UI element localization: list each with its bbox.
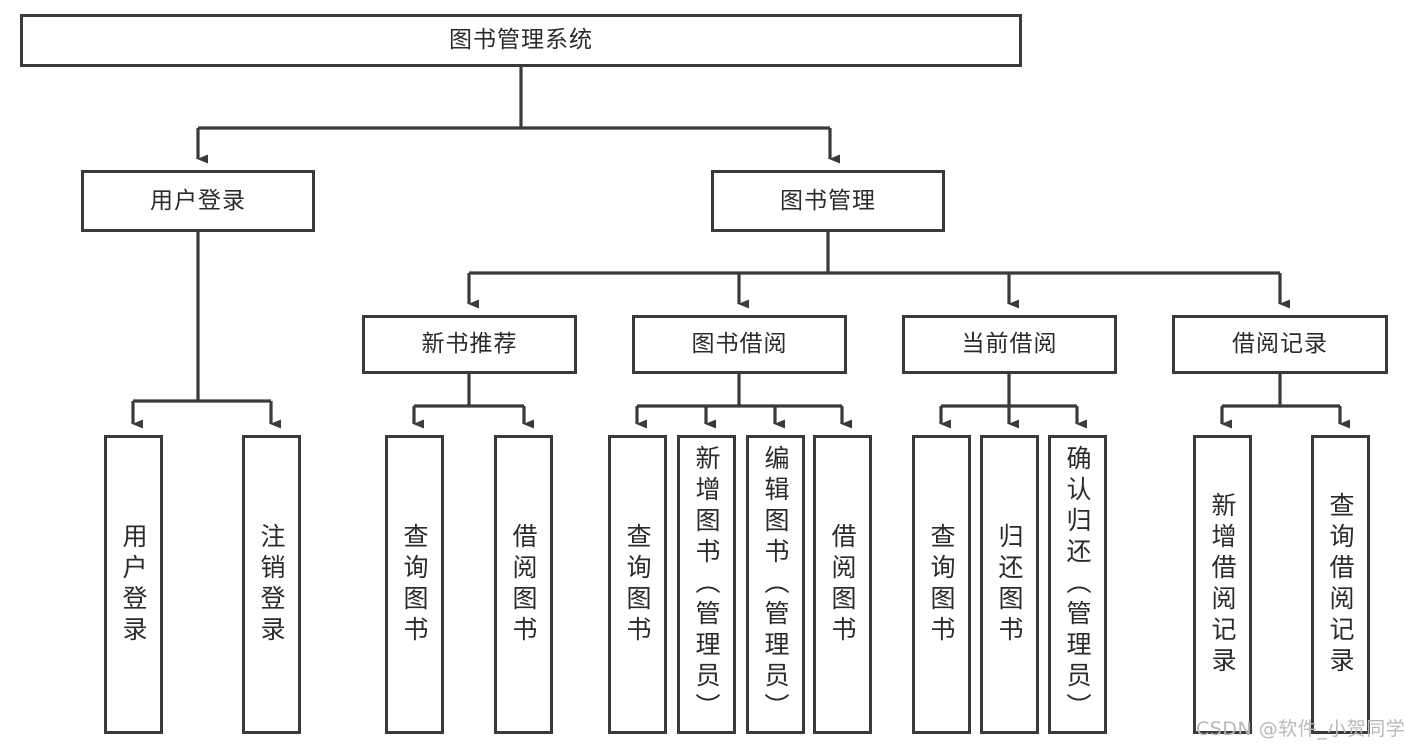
node-user-login[interactable]: 用户登录: [81, 170, 315, 232]
node-leaf-confirm-return[interactable]: 确认归还（管理员）: [1048, 435, 1107, 734]
node-label: 查询图书: [400, 522, 429, 647]
node-label: 新增图书（管理员）: [692, 445, 721, 724]
node-label: 归还图书: [995, 522, 1024, 647]
node-leaf-edit-book[interactable]: 编辑图书（管理员）: [746, 435, 805, 734]
node-label: 用户登录: [119, 522, 148, 647]
node-current-borrow[interactable]: 当前借阅: [902, 315, 1117, 374]
node-label: 新增借阅记录: [1208, 491, 1237, 678]
node-leaf-logout-login[interactable]: 注销登录: [242, 435, 301, 734]
node-leaf-query-book-2[interactable]: 查询图书: [608, 435, 667, 734]
node-label: 当前借阅: [961, 331, 1058, 358]
node-label: 新书推荐: [421, 331, 518, 358]
watermark-csdn: CSDN @软件_小贺同学: [1196, 718, 1405, 740]
node-leaf-query-book-3[interactable]: 查询图书: [912, 435, 971, 734]
node-label: 借阅图书: [509, 522, 538, 647]
node-label: 借阅图书: [828, 522, 857, 647]
node-label: 用户登录: [150, 187, 246, 214]
node-label: 查询图书: [927, 522, 956, 647]
node-leaf-borrow-book-2[interactable]: 借阅图书: [813, 435, 872, 734]
node-label: 图书管理: [780, 187, 876, 214]
node-leaf-borrow-book-1[interactable]: 借阅图书: [494, 435, 553, 734]
node-leaf-add-book[interactable]: 新增图书（管理员）: [677, 435, 736, 734]
node-label: 编辑图书（管理员）: [761, 445, 790, 724]
node-new-book-recommend[interactable]: 新书推荐: [362, 315, 577, 374]
node-leaf-add-borrow-record[interactable]: 新增借阅记录: [1193, 435, 1252, 734]
node-leaf-query-book-1[interactable]: 查询图书: [385, 435, 444, 734]
node-label: 注销登录: [257, 522, 286, 647]
node-label: 查询借阅记录: [1326, 491, 1355, 678]
node-root-system[interactable]: 图书管理系统: [20, 14, 1022, 67]
node-label: 图书管理系统: [449, 27, 593, 54]
node-borrow-record[interactable]: 借阅记录: [1172, 315, 1388, 374]
node-leaf-user-login[interactable]: 用户登录: [104, 435, 163, 734]
node-label: 借阅记录: [1232, 331, 1328, 358]
node-label: 确认归还（管理员）: [1063, 445, 1092, 724]
node-book-management[interactable]: 图书管理: [711, 170, 945, 232]
node-label: 图书借阅: [691, 331, 788, 358]
node-label: 查询图书: [623, 522, 652, 647]
node-leaf-query-borrow-record[interactable]: 查询借阅记录: [1311, 435, 1370, 734]
node-book-borrow[interactable]: 图书借阅: [632, 315, 847, 374]
node-leaf-return-book[interactable]: 归还图书: [980, 435, 1039, 734]
